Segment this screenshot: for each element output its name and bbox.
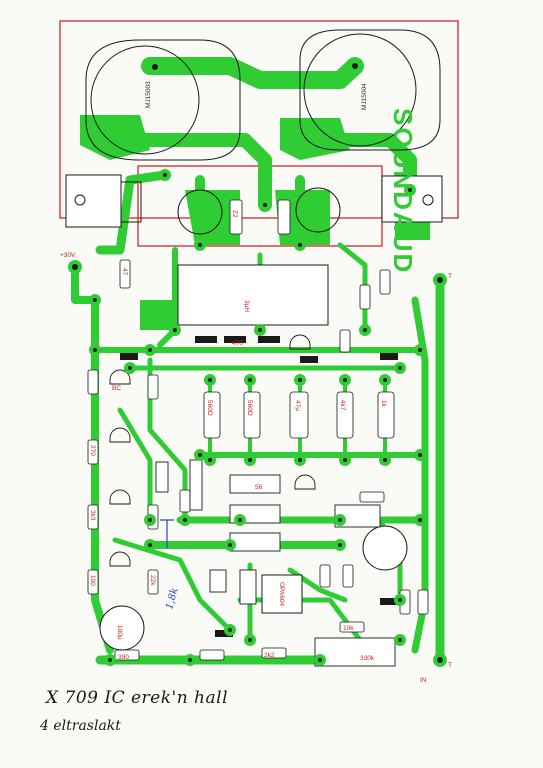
label-v-neg: T <box>448 273 452 280</box>
label-22k: 22k <box>149 575 156 586</box>
label-270: 270 <box>89 445 96 456</box>
label-bc: BC <box>112 385 121 392</box>
handwritten-note-line2: 4 eltraslakt <box>40 718 121 734</box>
transistor-left-label: MJ15003 <box>145 81 152 108</box>
label-390: 390 <box>118 654 129 661</box>
capacitor-100u: 100µ <box>99 605 145 651</box>
outline-frame-top <box>59 20 459 219</box>
label-56: 56 <box>255 484 263 491</box>
brand-mark: SOUNDAUD <box>388 108 418 275</box>
label-in: IN <box>420 677 427 684</box>
label-2k2: 2k2 <box>264 652 275 659</box>
label-1k: 1k <box>380 400 387 408</box>
driver-can-right <box>295 187 341 233</box>
driver-transistor-left <box>65 174 142 228</box>
label-r560b: 560Ω <box>246 400 253 416</box>
label-v-pos: +30V <box>60 252 76 259</box>
handwritten-note-line1: X 709 IC erek'n hall <box>46 688 229 708</box>
film-caps <box>155 459 396 667</box>
cap-100-label: 100µ <box>116 625 123 640</box>
small-transistors <box>109 334 316 567</box>
blue-annotation: 1,8k <box>164 587 180 611</box>
label-r100: 100 <box>89 575 96 586</box>
capacitor-right <box>362 525 408 571</box>
label-3k3: 3k3 <box>89 510 96 521</box>
label-4k7: 4k7 <box>339 400 346 411</box>
label-330k: 330k <box>360 655 375 662</box>
transistor-right-label: MJ15004 <box>361 83 368 110</box>
label-r47: 47 <box>121 268 128 276</box>
label-r560a: 560Ω <box>206 400 213 416</box>
label-470: 470 <box>232 340 243 347</box>
opamp-label: OPA604 <box>278 582 285 606</box>
driver-transistor-right <box>381 175 443 223</box>
power-transistor-right: MJ15004 <box>299 29 441 151</box>
blue-annotation-line <box>160 519 174 548</box>
driver-can-left <box>177 189 223 235</box>
coil-label: 3µH <box>243 300 250 312</box>
coil-outline <box>177 264 329 326</box>
label-z2: Z2 <box>231 210 238 218</box>
opamp-ic: OPA604 <box>261 574 303 614</box>
power-transistor-left: MJ15003 <box>85 39 241 161</box>
label-10k: 10k <box>343 625 354 632</box>
label-v-neg-bottom: T <box>448 662 452 669</box>
label-c47: 47µ <box>294 400 301 411</box>
pads <box>68 59 447 667</box>
diode-marks <box>120 336 398 637</box>
